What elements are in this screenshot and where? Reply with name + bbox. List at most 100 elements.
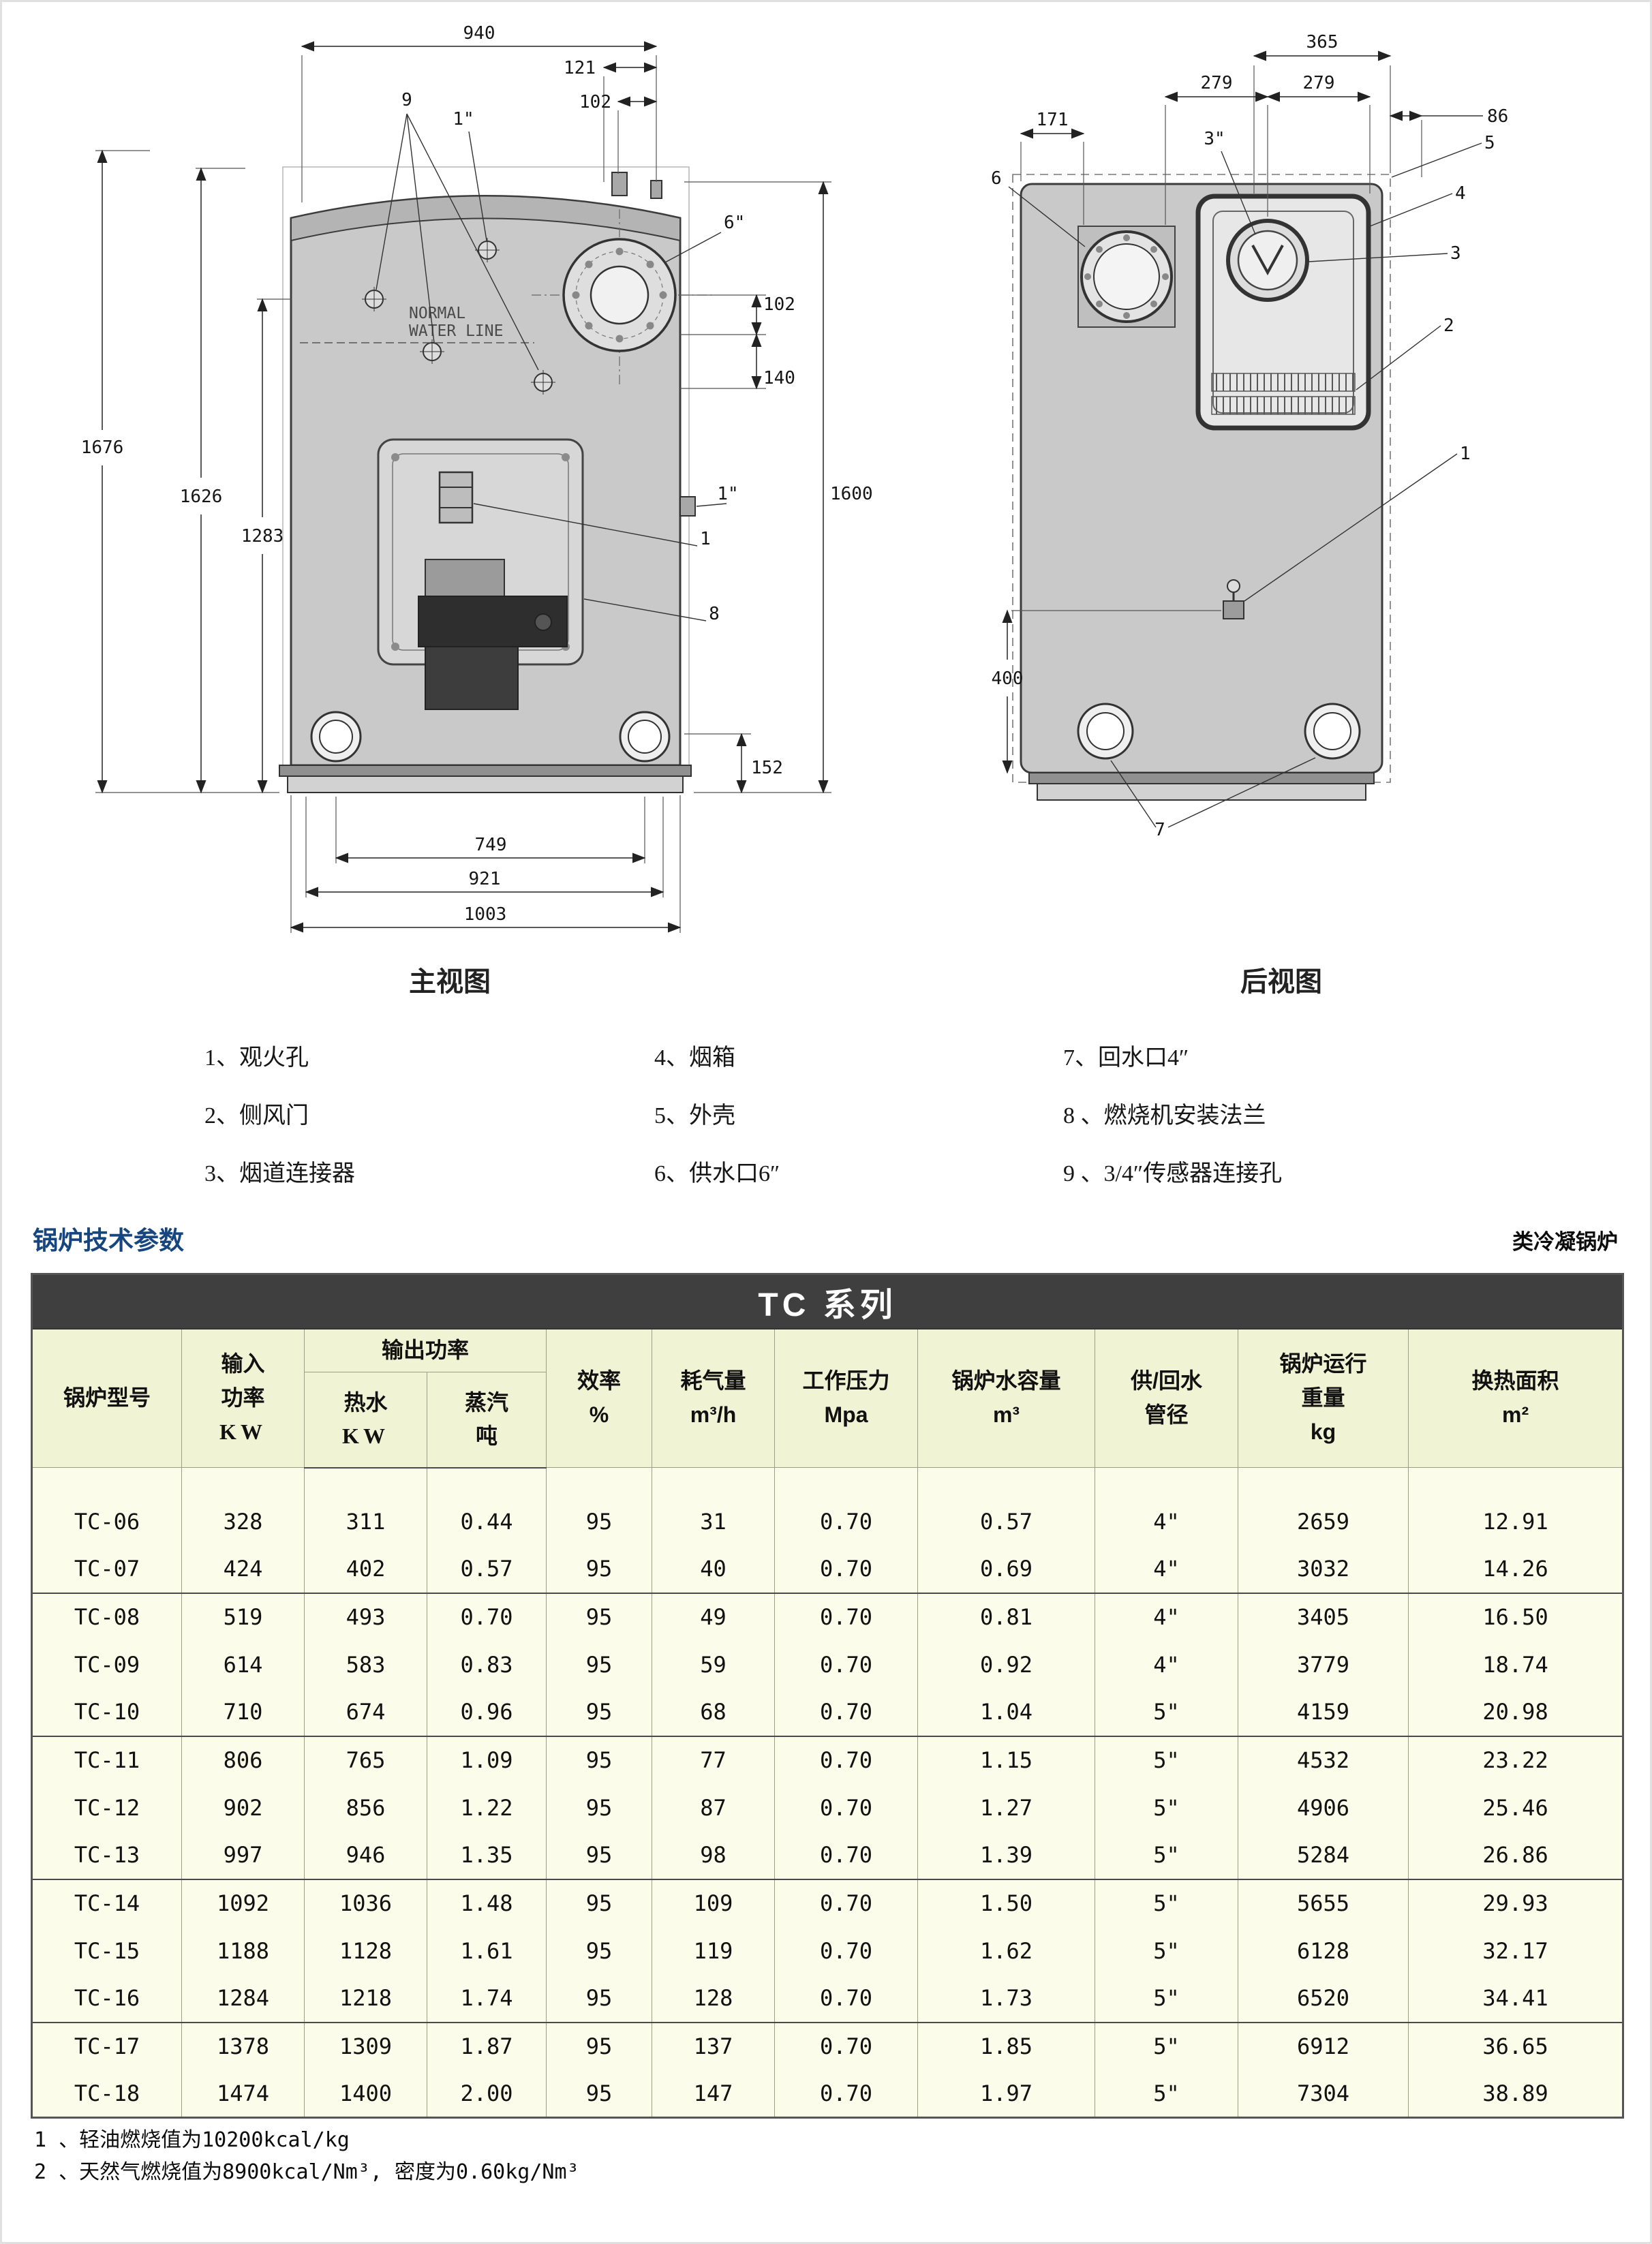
front-return-ports [310,711,671,763]
front-burner [418,559,568,710]
value-cell: 0.57 [917,1497,1095,1546]
value-cell: 1092 [181,1878,305,1927]
value-cell: 0.70 [774,1783,918,1832]
value-cell: 95 [546,1831,652,1879]
value-cell: 3032 [1238,1545,1409,1593]
value-cell: 519 [181,1592,305,1641]
value-cell: 119 [652,1926,775,1975]
value-cell: 0.70 [774,1735,918,1784]
model-cell: TC-06 [31,1497,182,1546]
col-header-input-power: 输入 功率 KW [181,1328,305,1468]
value-cell: 1218 [304,1974,427,2023]
rear-view-drawing: 365 279 279 86 171 3" 5 4 3 2 1 6 40 [991,32,1508,840]
value-cell: 4" [1095,1497,1238,1546]
value-cell: 1.61 [427,1926,547,1975]
value-cell: 0.70 [774,2021,918,2070]
value-cell: 59 [652,1640,775,1689]
callout-3in-label: 3" [1204,129,1225,149]
value-cell: 0.70 [774,1497,918,1546]
value-cell: 5" [1095,1688,1238,1736]
value-cell: 1.48 [427,1878,547,1927]
value-cell: 95 [546,1592,652,1641]
value-cell: 424 [181,1545,305,1593]
value-cell: 0.70 [774,2070,918,2118]
value-cell: 95 [546,1974,652,2023]
value-cell: 0.70 [774,1688,918,1736]
value-cell: 18.74 [1407,1640,1624,1689]
rear-sensor-fitting [1223,579,1244,619]
dim-1283-label: 1283 [241,526,284,547]
value-cell: 34.41 [1407,1974,1624,2023]
callout-1-label: 1 [700,529,711,549]
value-cell: 38.89 [1407,2070,1624,2118]
dim-102-top-label: 102 [579,92,611,112]
value-cell: 1.22 [427,1783,547,1832]
value-cell: 98 [652,1831,775,1879]
value-cell: 765 [304,1735,427,1784]
side-pipe-stub [679,496,696,517]
value-cell: 95 [546,1640,652,1689]
value-cell: 0.81 [917,1592,1095,1641]
callout-1in-right-label: 1" [717,484,738,504]
value-cell: 1.85 [917,2021,1095,2070]
value-cell: 95 [546,2070,652,2118]
value-cell: 0.83 [427,1640,547,1689]
value-cell: 1188 [181,1926,305,1975]
dim-1676-label: 1676 [81,437,124,458]
dim-121-label: 121 [564,58,596,78]
front-water-line: NORMAL WATER LINE [300,305,534,343]
value-cell: 1.50 [917,1878,1095,1927]
value-cell: 1.09 [427,1735,547,1784]
dim-1626-label: 1626 [180,487,223,507]
value-cell: 16.50 [1407,1592,1624,1641]
front-view-caption: 主视图 [409,966,491,997]
model-cell: TC-16 [31,1974,182,2023]
section-bar: 锅炉技术参数 类冷凝锅炉 [33,1220,1618,1257]
rear-dimensions: 365 279 279 86 171 3" 5 4 3 2 1 6 40 [991,32,1508,840]
value-cell: 5284 [1238,1831,1409,1879]
dim-171-label: 171 [1037,110,1069,130]
value-cell: 1036 [304,1878,427,1927]
value-cell: 95 [546,1735,652,1784]
value-cell: 1.35 [427,1831,547,1879]
value-cell: 4" [1095,1592,1238,1641]
value-cell: 806 [181,1735,305,1784]
value-cell: 1474 [181,2070,305,2118]
model-cell: TC-07 [31,1545,182,1593]
spec-table: TC 系列 锅炉型号 输入 功率 KW 输出功率 效率 % 耗气量 m³/h [31,1273,1625,2119]
value-cell: 2.00 [427,2070,547,2118]
value-cell: 5" [1095,2021,1238,2070]
water-line-label: NORMAL [409,305,465,322]
value-cell: 49 [652,1592,775,1641]
dim-279-left-label: 279 [1201,73,1233,93]
value-cell: 31 [652,1497,775,1546]
table-title: TC 系列 [31,1274,1624,1330]
dim-749-label: 749 [475,835,507,855]
value-cell: 0.69 [917,1545,1095,1593]
dim-140-label: 140 [763,368,795,388]
value-cell: 0.70 [774,1878,918,1927]
dim-940-label: 940 [463,23,495,44]
value-cell: 5" [1095,1735,1238,1784]
value-cell: 128 [652,1974,775,2023]
value-cell: 1128 [304,1926,427,1975]
rear-flue-connector [1226,219,1309,302]
value-cell: 25.46 [1407,1783,1624,1832]
value-cell: 95 [546,1926,652,1975]
model-cell: TC-17 [31,2021,182,2070]
value-cell: 6912 [1238,2021,1409,2070]
value-cell: 40 [652,1545,775,1593]
value-cell: 147 [652,2070,775,2118]
value-cell: 5" [1095,1831,1238,1879]
col-header-model: 锅炉型号 [31,1328,182,1468]
model-cell: TC-11 [31,1735,182,1784]
value-cell: 36.65 [1407,2021,1624,2070]
value-cell: 3779 [1238,1640,1409,1689]
value-cell: 14.26 [1407,1545,1624,1593]
value-cell: 5" [1095,1783,1238,1832]
table-spacer-row [31,1467,1624,1498]
